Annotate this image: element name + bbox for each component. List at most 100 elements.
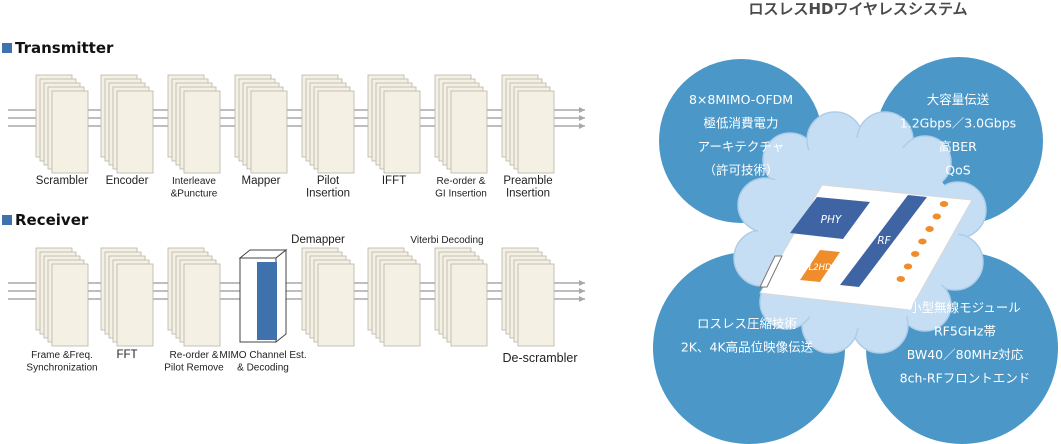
block-label: Synchronization — [26, 363, 97, 374]
block-stack — [501, 247, 555, 347]
transmitter-signal-lines — [8, 107, 585, 129]
block-layer — [116, 90, 154, 174]
circle-text-line: 1.2Gbps／3.0Gbps — [900, 116, 1016, 131]
block-stack — [234, 74, 288, 174]
antenna-pad — [939, 201, 949, 207]
block-label: Mapper — [242, 175, 281, 187]
block-stack — [35, 247, 89, 347]
block-label: Insertion — [306, 188, 350, 200]
block-stack — [434, 247, 488, 347]
block-layer — [183, 263, 221, 347]
block-label: Interleave — [172, 176, 216, 187]
receiver-square-icon — [2, 215, 12, 225]
phy-chip-label: PHY — [821, 214, 843, 226]
block-stack — [100, 74, 154, 174]
block-stack — [301, 247, 355, 347]
block-stack — [434, 74, 488, 174]
chip-module: PHY RF L2HD — [759, 184, 973, 311]
block-stack — [100, 247, 154, 347]
receiver-blocks: Frame &Freq. Synchronization FFT Re-order &… — [26, 247, 555, 374]
arrow-head-icon — [579, 280, 585, 286]
block-layer — [517, 90, 555, 174]
block-layer — [450, 90, 488, 174]
arrow-head-icon — [579, 296, 585, 302]
circle-text-line: 大容量伝送 — [927, 92, 990, 107]
circle-text-line: 小型無線モジュール — [909, 300, 1021, 315]
pipeline-panel: Transmitter Scrambler Encoder Interleave&P… — [2, 39, 585, 374]
block-layer — [183, 90, 221, 174]
receiver-title: Receiver — [15, 211, 89, 229]
circle-text-line: 8×8MIMO-OFDM — [689, 92, 793, 107]
block-label: Insertion — [506, 188, 550, 200]
system-panel: ロスレスHDワイヤレスシステム PHY — [653, 0, 1058, 444]
block-stack — [501, 74, 555, 174]
antenna-pad — [911, 251, 920, 257]
circle-text-line: ロスレス圧縮技術 — [697, 316, 797, 331]
l2hd-chip-label: L2HD — [808, 263, 832, 273]
block-label: Scrambler — [36, 175, 89, 187]
block-layer — [116, 263, 154, 347]
circle-text-line: （許可技術） — [703, 163, 778, 178]
circle-bottom-left-text: ロスレス圧縮技術 2K、4K高品位映像伝送 — [681, 316, 814, 355]
block-label: & Decoding — [237, 363, 289, 374]
block-label: IFFT — [382, 175, 406, 187]
block-label: Re-order & — [170, 350, 219, 361]
block-layer — [317, 90, 355, 174]
block-stack — [367, 247, 421, 347]
block-layer — [517, 263, 555, 347]
block-layer — [317, 263, 355, 347]
block-label: &Puncture — [171, 189, 218, 200]
mimo-block — [238, 248, 288, 344]
antenna-pad — [903, 263, 913, 270]
viterbi-decoding-label: Viterbi Decoding — [410, 235, 483, 246]
circle-text-line: BW40／80MHz対応 — [907, 347, 1024, 362]
antenna-pad — [896, 276, 905, 282]
block-stack — [301, 74, 355, 174]
block-label: MIMO Channel Est. — [219, 350, 306, 361]
block-label: Frame &Freq. — [31, 350, 93, 361]
l2hd-chip — [800, 250, 840, 282]
block-label: Pilot — [317, 175, 340, 187]
descrambler-label: De-scrambler — [502, 351, 577, 365]
arrow-head-icon — [579, 288, 585, 294]
block-label: Encoder — [106, 175, 149, 187]
demapper-label: Demapper — [291, 234, 345, 246]
block-layer — [383, 90, 421, 174]
block-layer — [250, 90, 288, 174]
circle-bottom-right-text: 小型無線モジュールRF5GHz帯BW40／80MHz対応8ch-RFフロントエン… — [900, 300, 1031, 386]
phy-chip — [790, 197, 870, 239]
rf-chip-label: RF — [877, 235, 891, 247]
block-label: FFT — [116, 349, 137, 361]
block-stack — [167, 247, 221, 347]
receiver-signal-lines — [8, 280, 585, 302]
block-layer — [51, 263, 89, 347]
rf-chip — [840, 195, 927, 287]
circle-text-line: 極低消費電力 — [703, 116, 778, 131]
antenna-pads — [896, 201, 949, 282]
block-stack — [35, 74, 89, 174]
transmitter-title: Transmitter — [15, 39, 114, 57]
antenna-pad — [918, 238, 927, 245]
block-stack — [367, 74, 421, 174]
block-label: Re-order & — [437, 176, 486, 187]
arrow-head-icon — [579, 123, 585, 129]
block-layer — [450, 263, 488, 347]
system-title: ロスレスHDワイヤレスシステム — [748, 0, 967, 18]
circle-text-line: 高BER — [939, 139, 977, 154]
circle-text-line: RF5GHz帯 — [934, 324, 996, 339]
block-stack — [167, 74, 221, 174]
block-layer — [51, 90, 89, 174]
block-label: GI Insertion — [435, 189, 487, 200]
block-label: Pilot Remove — [164, 363, 224, 374]
antenna-pad — [932, 213, 941, 220]
circle-top-right-text: 大容量伝送 1.2Gbps／3.0Gbps 高BER QoS — [900, 92, 1016, 178]
block-label: Preamble — [503, 175, 552, 187]
circle-text-line: 2K、4K高品位映像伝送 — [681, 340, 814, 355]
circle-text-line: QoS — [945, 163, 970, 178]
transmitter-blocks: Scrambler Encoder Interleave&Puncture Mappe… — [35, 74, 555, 200]
transmitter-square-icon — [2, 43, 12, 53]
block-layer — [383, 263, 421, 347]
